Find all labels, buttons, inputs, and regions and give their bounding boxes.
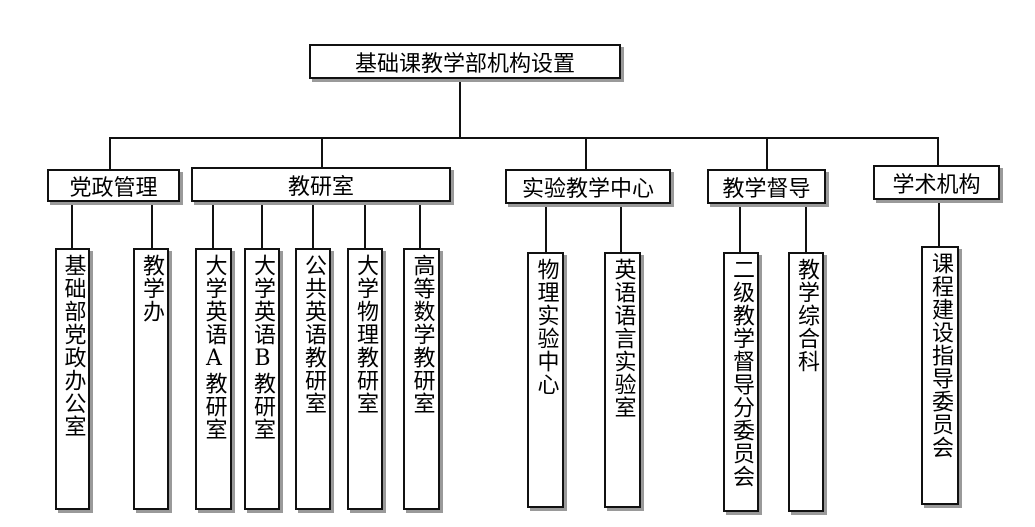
child-line-7 xyxy=(419,200,421,248)
unit-language-lab: 英语语言实验室 xyxy=(604,252,641,508)
root-box: 基础课教学部机构设置 xyxy=(309,44,621,79)
department-supervision: 教学督导 xyxy=(707,169,826,204)
department-academic: 学术机构 xyxy=(873,165,1000,200)
unit-teaching-general: 教学综合科 xyxy=(788,252,824,512)
unit-english-b: 大学英语B教研室 xyxy=(244,248,280,510)
child-line-4 xyxy=(261,200,263,248)
child-line-3 xyxy=(212,200,214,248)
drop-line-lab xyxy=(585,137,587,169)
unit-teaching-office: 教学办 xyxy=(133,248,169,510)
child-line-6 xyxy=(364,200,366,248)
unit-party-office: 基础部党政办公室 xyxy=(55,248,90,510)
unit-math: 高等数学教研室 xyxy=(403,248,440,510)
department-research-office: 教研室 xyxy=(191,167,451,202)
child-line-2 xyxy=(151,200,153,248)
child-line-8 xyxy=(545,202,547,252)
child-line-12 xyxy=(938,198,940,246)
unit-physics: 大学物理教研室 xyxy=(347,248,383,510)
drop-line-supervision xyxy=(766,137,768,169)
drop-line-research xyxy=(321,137,323,167)
child-line-1 xyxy=(71,200,73,248)
unit-physics-lab: 物理实验中心 xyxy=(527,252,564,508)
drop-line-party xyxy=(109,137,111,169)
department-lab-center: 实验教学中心 xyxy=(505,169,671,204)
child-line-11 xyxy=(805,202,807,252)
drop-line-academic xyxy=(937,137,939,165)
department-party-admin: 党政管理 xyxy=(47,169,180,202)
unit-english-a: 大学英语A教研室 xyxy=(195,248,232,510)
child-line-9 xyxy=(620,202,622,252)
root-stem-line xyxy=(459,78,461,137)
main-horizontal-line xyxy=(109,137,939,139)
child-line-10 xyxy=(739,202,741,252)
unit-supervision-committee: 二级教学督导分委员会 xyxy=(723,252,759,512)
child-line-5 xyxy=(312,200,314,248)
unit-public-english: 公共英语教研室 xyxy=(295,248,331,510)
unit-curriculum-committee: 课程建设指导委员会 xyxy=(921,246,959,505)
